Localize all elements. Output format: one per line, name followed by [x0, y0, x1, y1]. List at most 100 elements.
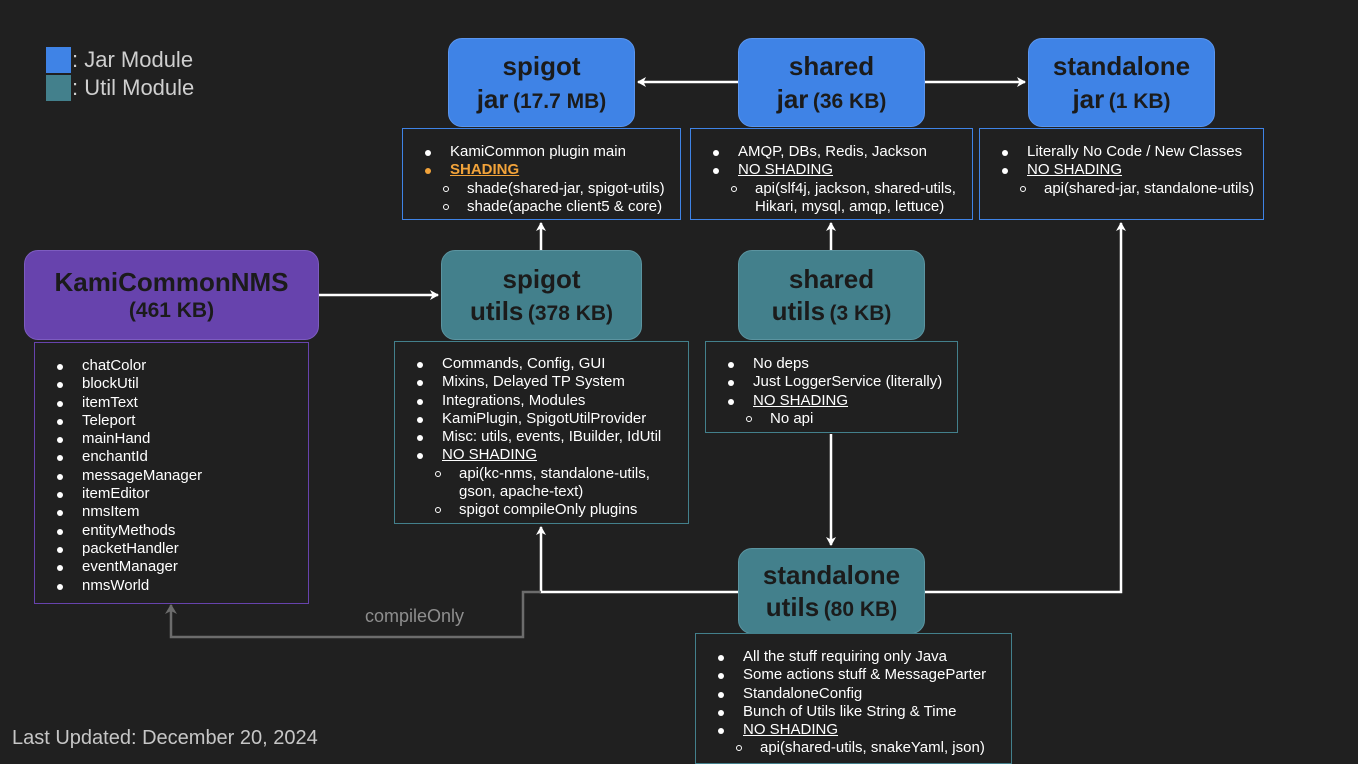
bullet-text: Mixins, Delayed TP System: [442, 373, 625, 391]
bullet-text: mainHand: [82, 430, 151, 448]
legend-jar-swatch: [46, 47, 71, 73]
bullet-item: mainHand: [35, 430, 300, 448]
bullet-text: nmsItem: [82, 503, 140, 521]
sub-bullet-item: No api: [706, 410, 949, 428]
sub-bullet-item: spigot compileOnly plugins: [395, 501, 680, 519]
bullet-text: chatColor: [82, 357, 147, 374]
bullet-item: NO SHADING: [691, 161, 964, 179]
bullet-item: NO SHADING: [706, 392, 949, 410]
module-size: (3 KB): [829, 302, 892, 325]
module-standalone-utils: standalone utils (80 KB): [738, 548, 925, 634]
bullet-text: shade(shared-jar, spigot-utils): [467, 179, 665, 197]
sub-bullet-item: api(slf4j, jackson, shared-utils, Hikari…: [691, 180, 964, 217]
bullet-item: packetHandler: [35, 540, 300, 558]
bullet-text: api(shared-utils, snakeYaml, json): [760, 739, 985, 757]
bullet-item: messageManager: [35, 467, 300, 485]
bullet-item: KamiPlugin, SpigotUtilProvider: [395, 410, 680, 428]
bullet-text: entityMethods: [82, 521, 176, 539]
bullet-text: Commands, Config, GUI: [442, 355, 606, 372]
module-name: shared: [788, 51, 875, 81]
bullet-text: itemEditor: [82, 485, 150, 503]
bullet-item: blockUtil: [35, 375, 300, 393]
bullet-text: Misc: utils, events, IBuilder, IdUtil: [442, 428, 662, 446]
arrow-standalone-utils-to-standalone-jar: [925, 222, 1126, 594]
legend-jar-label: : Jar Module: [72, 47, 194, 72]
bullet-item: Literally No Code / New Classes: [980, 143, 1255, 161]
sub-bullet-item: api(kc-nms, standalone-utils, gson, apac…: [395, 465, 680, 502]
module-size: (17.7 MB): [512, 89, 607, 113]
bullet-item: NO SHADING: [395, 446, 680, 464]
bullet-text: spigot compileOnly plugins: [459, 501, 638, 519]
bullet-text: Just LoggerService (literally): [753, 373, 943, 391]
last-updated: Last Updated: December 20, 2024: [12, 727, 318, 749]
bullet-text: Literally No Code / New Classes: [1027, 143, 1243, 160]
bullet-item: NO SHADING: [696, 721, 1003, 739]
bullet-item: StandaloneConfig: [696, 685, 1003, 703]
module-kind: utils: [771, 296, 826, 326]
bullet-item: itemText: [35, 394, 300, 412]
bullet-text: Bunch of Utils like String & Time: [743, 702, 957, 720]
module-spigot-jar: spigot jar (17.7 MB): [448, 38, 635, 127]
sub-bullet-item: shade(shared-jar, spigot-utils): [403, 180, 672, 198]
bullet-item: Bunch of Utils like String & Time: [696, 703, 1003, 721]
bullet-text: enchantId: [82, 448, 148, 466]
module-kamicommon-nms: KamiCommonNMS (461 KB): [24, 250, 319, 340]
module-name: spigot: [502, 51, 581, 81]
module-name: standalone: [1052, 51, 1191, 81]
bullet-item: No deps: [706, 355, 949, 373]
bullet-text: NO SHADING: [738, 161, 834, 179]
bullet-text: shade(apache client5 & core): [467, 197, 663, 215]
module-shared-utils: shared utils (3 KB): [738, 250, 925, 340]
module-spigot-utils: spigot utils (378 KB): [441, 250, 642, 340]
arrow-compile-only: [165, 590, 541, 639]
bullet-item: Mixins, Delayed TP System: [395, 373, 680, 391]
bullet-text: NO SHADING: [743, 721, 839, 739]
bullet-item: entityMethods: [35, 522, 300, 540]
bullet-text: blockUtil: [82, 375, 139, 393]
module-kind: utils: [469, 296, 524, 326]
module-size: (378 KB): [527, 302, 614, 325]
module-name: spigot: [502, 263, 581, 294]
legend-util-swatch: [46, 75, 71, 101]
bullet-text: itemText: [82, 393, 138, 411]
module-size: (461 KB): [128, 299, 215, 323]
bullet-item: Integrations, Modules: [395, 392, 680, 410]
bullet-text: api(slf4j, jackson, shared-utils, Hikari…: [755, 179, 956, 215]
bullet-item: KamiCommon plugin main: [403, 143, 672, 161]
bullet-item: AMQP, DBs, Redis, Jackson: [691, 143, 964, 161]
sub-bullet-item: api(shared-utils, snakeYaml, json): [696, 739, 1003, 757]
bullet-item: nmsWorld: [35, 577, 300, 595]
module-name: standalone: [762, 559, 901, 590]
bullet-item: SHADING: [403, 161, 672, 179]
bullet-item: Just LoggerService (literally): [706, 373, 949, 391]
compile-only-label: compileOnly: [365, 606, 465, 626]
bullet-item: enchantId: [35, 448, 300, 466]
legend-util: : Util Module: [46, 75, 194, 101]
module-size: (36 KB): [812, 89, 887, 113]
bullet-item: nmsItem: [35, 503, 300, 521]
bullet-text: packetHandler: [82, 539, 179, 557]
bullet-item: eventManager: [35, 558, 300, 576]
module-shared-jar: shared jar (36 KB): [738, 38, 925, 127]
module-kind: jar: [1072, 83, 1105, 114]
bullet-text: eventManager: [82, 558, 178, 576]
bullet-item: Misc: utils, events, IBuilder, IdUtil: [395, 428, 680, 446]
bullet-text: api(shared-jar, standalone-utils): [1044, 179, 1255, 197]
bullet-text: api(kc-nms, standalone-utils, gson, apac…: [459, 464, 650, 501]
bullet-item: NO SHADING: [980, 161, 1255, 179]
bullet-item: chatColor: [35, 357, 300, 375]
bullet-text: messageManager: [82, 466, 203, 484]
bullet-text: NO SHADING: [1027, 161, 1123, 179]
bullet-text: NO SHADING: [442, 446, 538, 464]
bullet-text: KamiCommon plugin main: [450, 143, 626, 160]
